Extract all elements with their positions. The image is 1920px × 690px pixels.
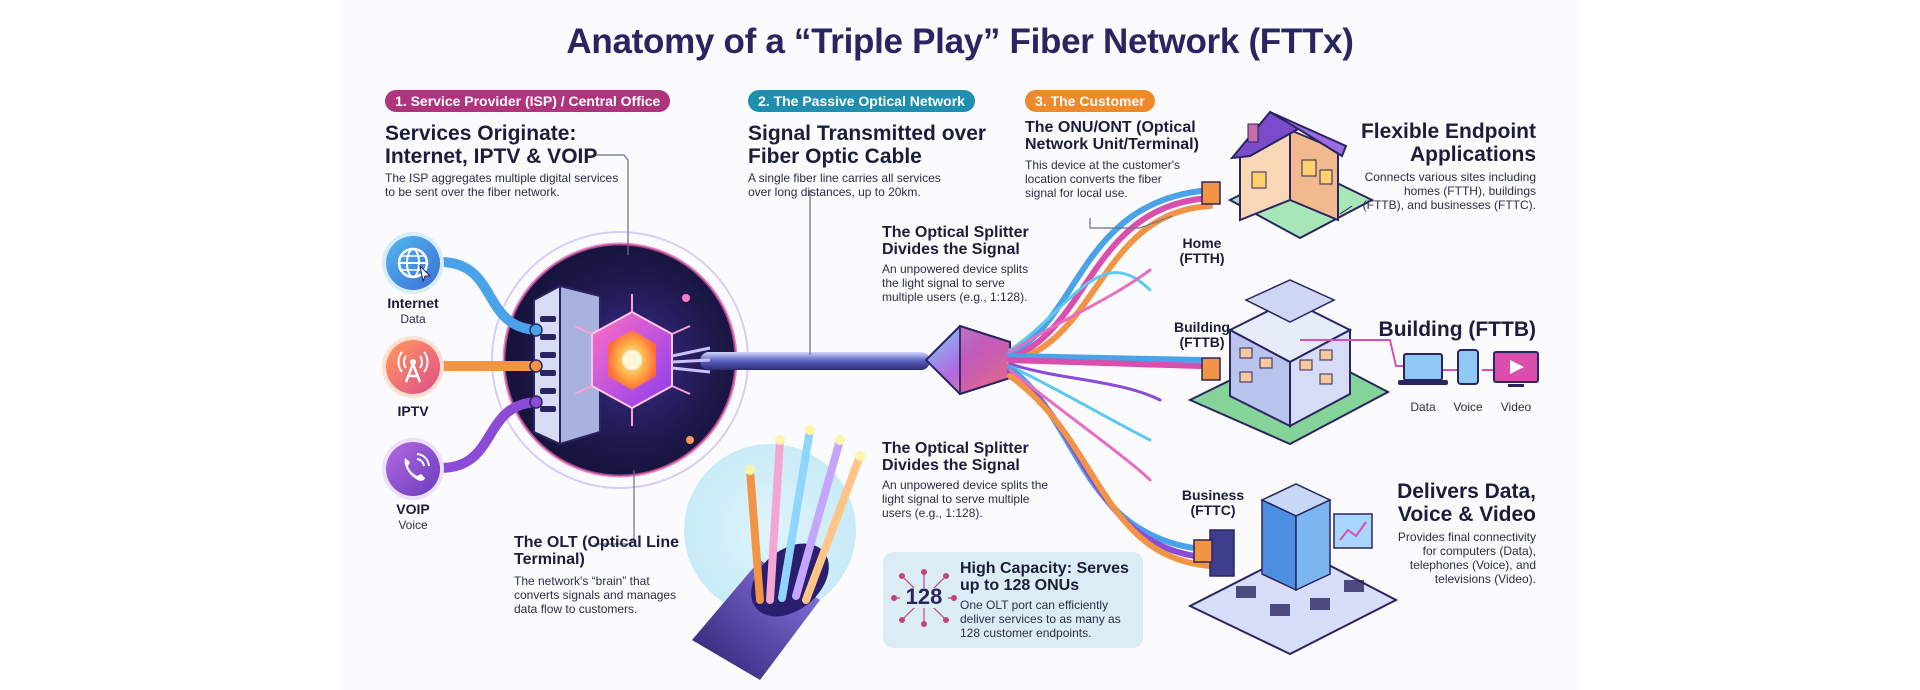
network-nodes-icon [890,568,958,628]
pon-heading: Signal Transmitted over Fiber Optic Cabl… [748,122,987,168]
customer-section-badge: 3. The Customer [1025,90,1155,112]
service-sub-internet: Data [400,312,426,326]
service-label-voip: VOIP [396,501,430,517]
antenna-icon [386,340,440,394]
isp-heading: Services Originate: Internet, IPTV & VOI… [385,122,598,168]
flexible-heading: Flexible Endpoint Applications [1360,120,1536,166]
pon-section-badge: 2. The Passive Optical Network [748,90,975,112]
home-illustration [1201,110,1375,240]
service-sub-voip: Voice [398,518,428,532]
tv-icon [1493,351,1539,387]
building-heading: Building (FTTB) [1378,318,1536,341]
building-illustration [1187,279,1500,446]
phone-icon [386,442,440,496]
trunk-fiber-cable [671,346,930,374]
olt-heading: The OLT (Optical Line Terminal) [514,534,680,568]
capacity-heading: High Capacity: Serves up to 128 ONUs [960,560,1129,594]
capacity-number: 128 [905,584,943,609]
business-label: Business (FTTC) [1181,487,1245,518]
onu-heading: The ONU/ONT (Optical Network Unit/Termin… [1025,119,1199,153]
service-label-iptv: IPTV [397,403,429,419]
laptop-icon [1398,353,1448,385]
pon-description: A single fiber line carries all services… [748,171,941,199]
smartphone-icon [1457,349,1479,385]
device-label-data: Data [1410,400,1436,414]
device-label-video: Video [1500,400,1532,414]
device-label-voice: Voice [1453,400,1483,414]
splitter-top-heading: The Optical Splitter Divides the Signal [882,224,1029,258]
business-illustration [1187,483,1399,656]
service-input-cables [435,257,545,473]
onu-description: This device at the customer's location c… [1025,158,1181,200]
splitter-bottom-heading: The Optical Splitter Divides the Signal [882,440,1029,474]
service-label-internet: Internet [387,295,439,311]
capacity-description: One OLT port can efficiently deliver ser… [960,598,1121,640]
home-label: Home (FTTH) [1179,235,1225,266]
page-title: Anatomy of a “Triple Play” Fiber Network… [566,22,1354,61]
olt-description: The network's “brain” that converts sign… [514,574,677,616]
fan-out-fibers [1007,187,1213,569]
olt-chip-graphic [573,294,694,444]
isp-section-badge: 1. Service Provider (ISP) / Central Offi… [385,90,671,112]
splitter-bottom-description: An unpowered device splits the light sig… [882,478,1049,520]
optical-splitter-graphic [924,324,1011,396]
fiber-bundle-closeup [684,425,865,680]
isp-description: The ISP aggregates multiple digital serv… [385,171,619,199]
olt-rack-graphic [529,284,601,446]
delivers-heading: Delivers Data, Voice & Video [1397,480,1536,526]
splitter-top-description: An unpowered device splits the light sig… [882,262,1029,304]
building-label: Building (FTTB) [1174,319,1230,350]
globe-icon [386,236,440,290]
flexible-description: Connects various sites including homes (… [1362,170,1536,212]
leader-lines [594,154,1173,545]
delivers-description: Provides final connectivity for computer… [1397,530,1536,586]
